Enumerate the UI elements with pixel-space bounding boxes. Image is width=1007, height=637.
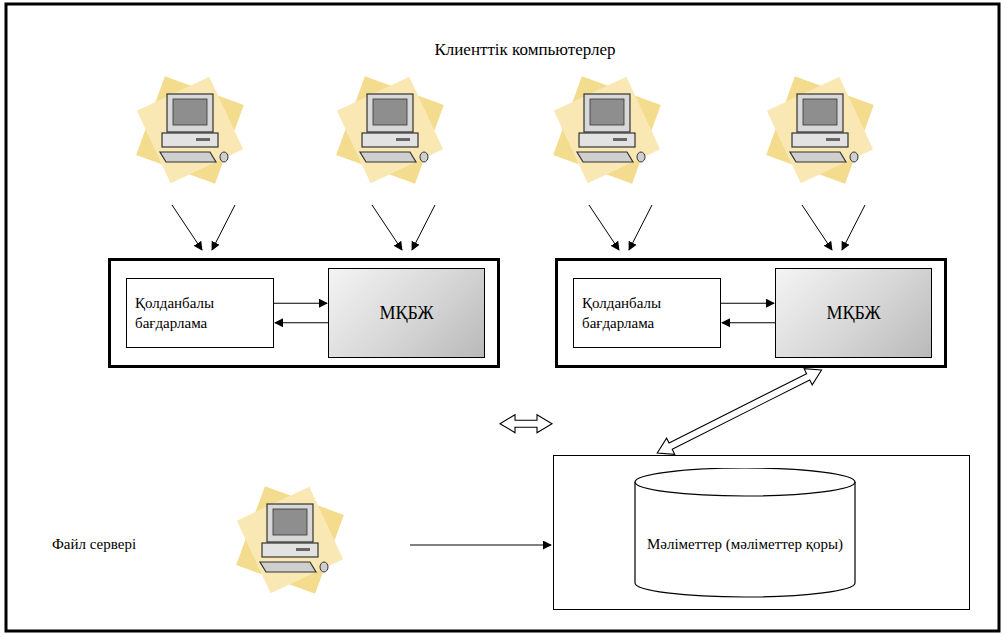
double-arrow bbox=[657, 369, 821, 455]
screen bbox=[373, 99, 407, 125]
file-server-arrow bbox=[410, 545, 551, 546]
client-arrow bbox=[172, 205, 202, 250]
client-computer bbox=[136, 76, 244, 184]
star-shape bbox=[237, 487, 343, 593]
system-unit bbox=[792, 133, 848, 147]
monitor bbox=[167, 94, 213, 132]
mouse bbox=[637, 152, 645, 162]
mouse bbox=[420, 152, 428, 162]
star-shape bbox=[554, 77, 660, 183]
system-unit bbox=[362, 133, 418, 147]
screen bbox=[173, 99, 207, 125]
node-text: Мәліметтер (мәліметтер қоры) bbox=[647, 534, 843, 554]
outer-frame bbox=[6, 4, 999, 631]
node-text: МҚБЖ bbox=[379, 303, 433, 324]
drive-slot bbox=[396, 138, 410, 141]
star-shape bbox=[553, 76, 661, 184]
keyboard bbox=[160, 152, 216, 162]
monitor bbox=[797, 94, 843, 132]
client-computer bbox=[336, 76, 444, 184]
double-arrow bbox=[500, 415, 552, 433]
client-arrow bbox=[629, 205, 652, 250]
monitor bbox=[584, 94, 630, 132]
flow-arrow bbox=[722, 322, 775, 323]
node-text: МҚБЖ bbox=[826, 303, 880, 324]
system-unit bbox=[162, 133, 218, 147]
flow-arrow bbox=[275, 322, 328, 323]
keyboard bbox=[577, 152, 633, 162]
server-box: Қолданбалы бағдарлама МҚБЖ bbox=[555, 258, 947, 368]
database-cylinder: Мәліметтер (мәліметтер қоры) bbox=[634, 468, 856, 598]
diagram-title: Клиенттік компьютерлер bbox=[325, 40, 725, 60]
client-arrow bbox=[842, 205, 865, 250]
star-shape bbox=[767, 77, 873, 183]
star-shape bbox=[766, 76, 874, 184]
client-arrow bbox=[589, 205, 619, 250]
star-shape bbox=[337, 77, 443, 183]
keyboard bbox=[260, 562, 316, 572]
keyboard bbox=[790, 152, 846, 162]
mouse bbox=[850, 152, 858, 162]
flow-arrow bbox=[721, 303, 774, 304]
star-shape bbox=[137, 77, 243, 183]
text-label: Файл сервері bbox=[52, 536, 136, 553]
star-shape bbox=[236, 486, 344, 594]
screen bbox=[803, 99, 837, 125]
node-text: Қолданбалы бағдарлама bbox=[582, 293, 712, 334]
monitor bbox=[267, 504, 313, 542]
star-shape bbox=[136, 76, 244, 184]
drive-slot bbox=[196, 138, 210, 141]
application-box: Қолданбалы бағдарлама bbox=[126, 278, 274, 348]
drive-slot bbox=[296, 548, 310, 551]
client-arrow bbox=[212, 205, 235, 250]
file-server-computer bbox=[236, 486, 344, 594]
dbms-box: МҚБЖ bbox=[775, 268, 932, 358]
application-box: Қолданбалы бағдарлама bbox=[573, 278, 721, 348]
drive-slot bbox=[826, 138, 840, 141]
client-computer bbox=[766, 76, 874, 184]
server-box: Қолданбалы бағдарлама МҚБЖ bbox=[108, 258, 500, 368]
cylinder-outline bbox=[634, 468, 856, 598]
system-unit bbox=[579, 133, 635, 147]
screen bbox=[273, 509, 307, 535]
flow-arrow bbox=[274, 303, 327, 304]
system-unit bbox=[262, 543, 318, 557]
client-arrow bbox=[412, 205, 435, 250]
client-computer bbox=[553, 76, 661, 184]
screen bbox=[590, 99, 624, 125]
cylinder-body bbox=[635, 468, 855, 597]
monitor bbox=[367, 94, 413, 132]
dbms-box: МҚБЖ bbox=[328, 268, 485, 358]
node-text: Қолданбалы бағдарлама bbox=[135, 293, 265, 334]
drive-slot bbox=[613, 138, 627, 141]
mouse bbox=[220, 152, 228, 162]
mouse bbox=[320, 562, 328, 572]
client-arrow bbox=[802, 205, 832, 250]
database-box: Мәліметтер (мәліметтер қоры) bbox=[553, 455, 970, 610]
star-shape bbox=[336, 76, 444, 184]
keyboard bbox=[360, 152, 416, 162]
client-arrow bbox=[372, 205, 402, 250]
cylinder-rim bbox=[635, 482, 855, 496]
